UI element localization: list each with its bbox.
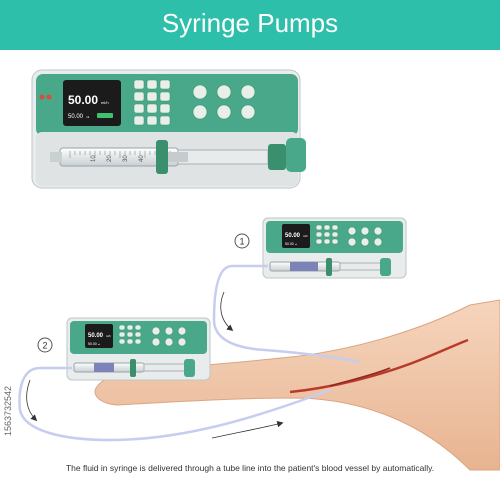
keypad-key[interactable] xyxy=(331,231,339,238)
control-button[interactable] xyxy=(347,226,357,236)
keypad-key[interactable] xyxy=(118,331,126,338)
arrow-icon xyxy=(26,291,284,439)
control-button[interactable] xyxy=(373,237,383,247)
step2-badge: 2 xyxy=(37,337,53,353)
keypad-key[interactable] xyxy=(133,115,145,126)
page-title: Syringe Pumps xyxy=(161,8,339,38)
control-button[interactable] xyxy=(164,337,174,347)
main-control-buttons xyxy=(192,84,256,120)
control-button[interactable] xyxy=(192,104,208,120)
step1-display-sub-unit: ml xyxy=(295,244,298,246)
keypad-key[interactable] xyxy=(146,103,158,114)
keypad-key[interactable] xyxy=(146,79,158,90)
stock-id: 1563732542 xyxy=(3,385,13,437)
control-button[interactable] xyxy=(240,84,256,100)
step1-badge: 1 xyxy=(234,233,250,249)
step2-number: 2 xyxy=(42,341,47,351)
main-display-unit: ml/h xyxy=(101,100,109,105)
step1-display-unit: ml/h xyxy=(303,235,308,238)
scale-tick-label: 30 xyxy=(123,155,129,162)
control-button[interactable] xyxy=(177,326,187,336)
keypad-key[interactable] xyxy=(118,338,126,345)
control-button[interactable] xyxy=(360,237,370,247)
keypad-key[interactable] xyxy=(126,331,134,338)
control-button[interactable] xyxy=(151,326,161,336)
keypad-key[interactable] xyxy=(133,79,145,90)
control-button[interactable] xyxy=(216,84,232,100)
blood-vessel xyxy=(289,338,469,394)
control-button[interactable] xyxy=(360,226,370,236)
control-button[interactable] xyxy=(192,84,208,100)
keypad-key[interactable] xyxy=(315,238,323,245)
step2-display-sub-unit: ml xyxy=(98,344,101,346)
step1-display-value: 50.00 xyxy=(285,233,301,239)
step1-syringe-pump: 50.00 ml/h 50.00 ml xyxy=(262,217,407,279)
main-display-sub-unit: ml xyxy=(86,115,89,119)
main-display-sub: 50.00 xyxy=(68,114,84,120)
step1-number: 1 xyxy=(239,237,244,247)
keypad-key[interactable] xyxy=(159,115,171,126)
scale-tick-label: 20 xyxy=(107,155,113,162)
plunger-driver xyxy=(286,138,306,172)
control-button[interactable] xyxy=(164,326,174,336)
step1-display-sub: 50.00 xyxy=(285,242,294,246)
keypad-key[interactable] xyxy=(315,231,323,238)
step2-syringe-pump: 50.00 ml/h 50.00 ml xyxy=(66,317,211,381)
control-button[interactable] xyxy=(240,104,256,120)
control-button[interactable] xyxy=(177,337,187,347)
control-button[interactable] xyxy=(347,237,357,247)
step2-display-unit: ml/h xyxy=(106,335,111,338)
scale-tick-label: 10 xyxy=(91,155,97,162)
step2-display-sub: 50.00 xyxy=(88,342,97,346)
keypad-key[interactable] xyxy=(331,224,339,231)
step2-display-value: 50.00 xyxy=(88,333,104,339)
caption: The fluid in syringe is delivered throug… xyxy=(65,463,435,473)
keypad-key[interactable] xyxy=(126,324,134,331)
keypad-key[interactable] xyxy=(146,115,158,126)
tube-line-icon xyxy=(18,264,361,442)
main-keypad xyxy=(133,79,171,126)
keypad-key[interactable] xyxy=(159,103,171,114)
keypad-key[interactable] xyxy=(159,79,171,90)
keypad-key[interactable] xyxy=(323,224,331,231)
title-bar xyxy=(0,0,500,50)
keypad-key[interactable] xyxy=(146,91,158,102)
keypad-key[interactable] xyxy=(159,91,171,102)
keypad-key[interactable] xyxy=(134,331,142,338)
keypad-key[interactable] xyxy=(133,103,145,114)
keypad-key[interactable] xyxy=(134,338,142,345)
keypad-key[interactable] xyxy=(134,324,142,331)
control-button[interactable] xyxy=(151,337,161,347)
arm-icon xyxy=(94,299,500,471)
control-button[interactable] xyxy=(373,226,383,236)
keypad-key[interactable] xyxy=(323,238,331,245)
syringe-clamp xyxy=(156,140,168,174)
keypad-key[interactable] xyxy=(118,324,126,331)
keypad-key[interactable] xyxy=(331,238,339,245)
keypad-key[interactable] xyxy=(323,231,331,238)
control-button[interactable] xyxy=(216,104,232,120)
main-syringe-pump: 50.00 ml/h 50.00 ml 10 20 30 40 xyxy=(31,69,306,189)
main-display-value: 50.00 xyxy=(68,93,98,107)
keypad-key[interactable] xyxy=(315,224,323,231)
keypad-key[interactable] xyxy=(126,338,134,345)
keypad-key[interactable] xyxy=(133,91,145,102)
scale-tick-label: 40 xyxy=(139,155,145,162)
